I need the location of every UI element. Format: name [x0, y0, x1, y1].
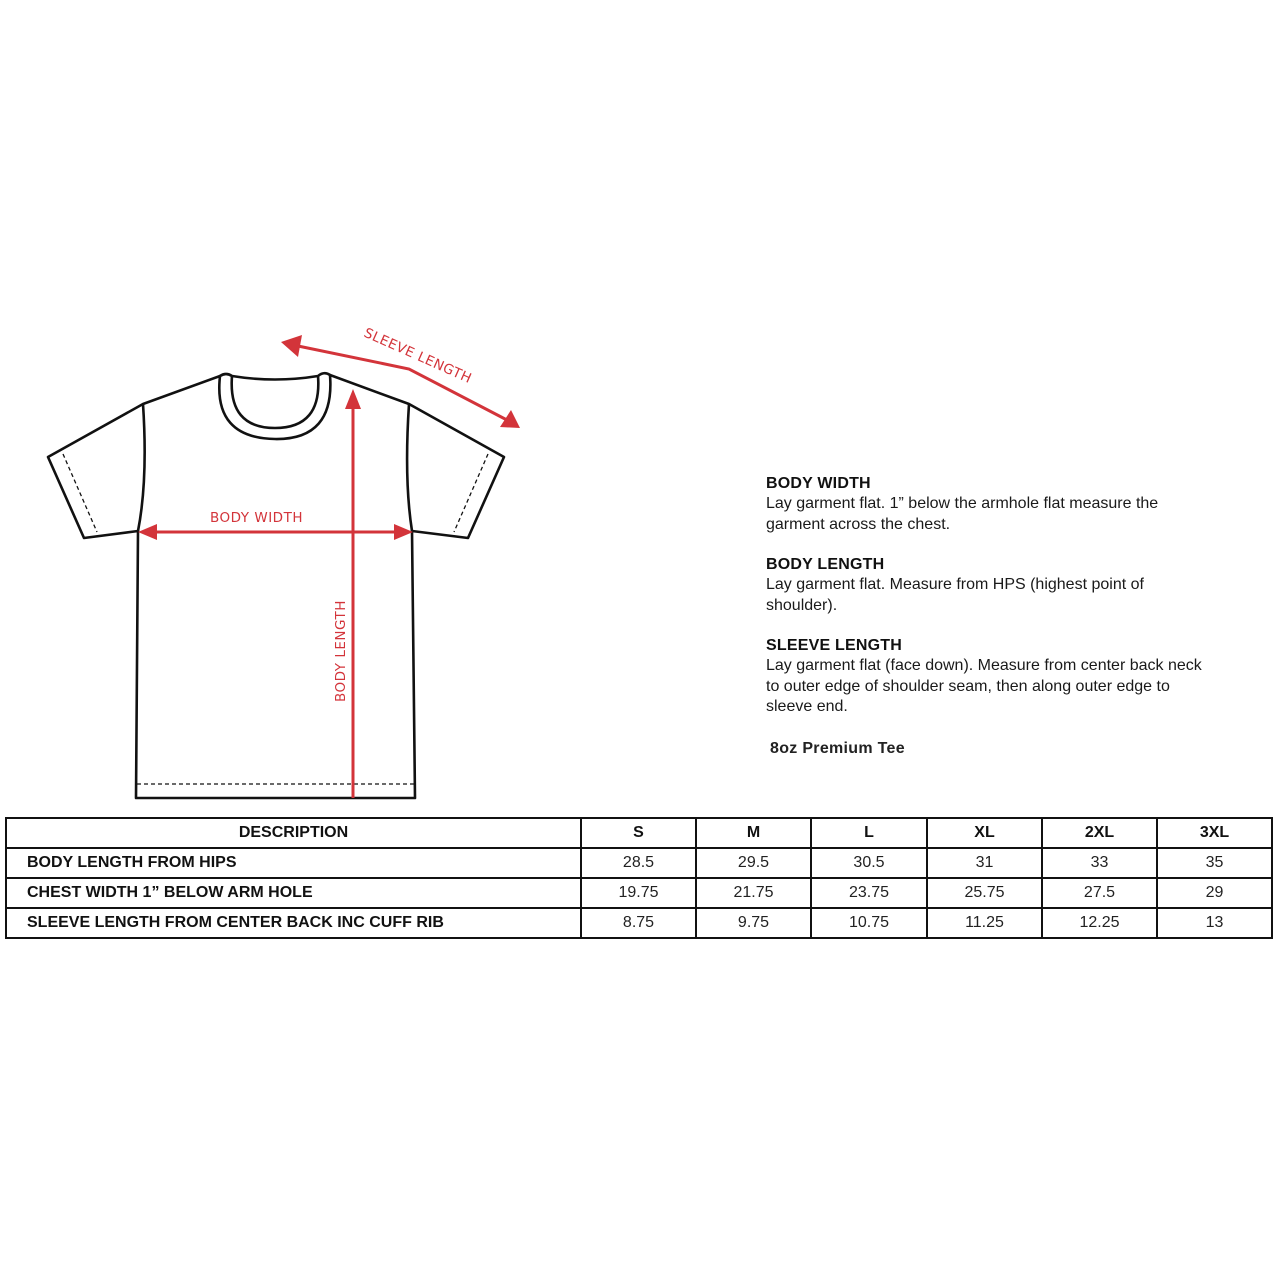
- table-header-row: DESCRIPTION S M L XL 2XL 3XL: [5, 817, 1273, 849]
- instruction-text: Lay garment flat. 1” below the armhole f…: [766, 495, 1159, 533]
- row-description: SLEEVE LENGTH FROM CENTER BACK INC CUFF …: [5, 907, 582, 939]
- column-header-xl: XL: [926, 817, 1043, 849]
- arrowhead-icon: [345, 389, 361, 409]
- column-header-s: S: [580, 817, 697, 849]
- cell-value: 21.75: [695, 877, 812, 909]
- column-header-description: DESCRIPTION: [5, 817, 582, 849]
- instruction-sleeve-length: SLEEVE LENGTH Lay garment flat (face dow…: [766, 636, 1206, 718]
- cell-value: 10.75: [810, 907, 928, 939]
- size-chart-table: DESCRIPTION S M L XL 2XL 3XL BODY LENGTH…: [5, 817, 1273, 939]
- sleeve-length-arrow: [281, 335, 520, 428]
- cell-value: 35: [1156, 847, 1273, 879]
- arrowhead-icon: [281, 335, 302, 357]
- instruction-title: BODY LENGTH: [766, 556, 885, 573]
- cell-value: 33: [1041, 847, 1158, 879]
- sleeve-length-label: SLEEVE LENGTH: [361, 325, 474, 387]
- cell-value: 19.75: [580, 877, 697, 909]
- column-header-2xl: 2XL: [1041, 817, 1158, 849]
- table-row: SLEEVE LENGTH FROM CENTER BACK INC CUFF …: [5, 907, 1273, 939]
- instruction-text: Lay garment flat (face down). Measure fr…: [766, 657, 1202, 715]
- cell-value: 23.75: [810, 877, 928, 909]
- column-header-3xl: 3XL: [1156, 817, 1273, 849]
- instruction-title: BODY WIDTH: [766, 475, 871, 492]
- column-header-m: M: [695, 817, 812, 849]
- instruction-text: Lay garment flat. Measure from HPS (high…: [766, 576, 1144, 614]
- cell-value: 9.75: [695, 907, 812, 939]
- measurement-instructions: BODY WIDTH Lay garment flat. 1” below th…: [766, 474, 1206, 738]
- cell-value: 8.75: [580, 907, 697, 939]
- stitch-lines: [62, 453, 489, 785]
- table-row: BODY LENGTH FROM HIPS 28.5 29.5 30.5 31 …: [5, 847, 1273, 879]
- tshirt-outline: [46, 371, 506, 800]
- cell-value: 30.5: [810, 847, 928, 879]
- column-header-l: L: [810, 817, 928, 849]
- body-length-label: BODY LENGTH: [333, 600, 349, 702]
- cell-value: 29: [1156, 877, 1273, 909]
- cell-value: 31: [926, 847, 1043, 879]
- instruction-title: SLEEVE LENGTH: [766, 637, 902, 654]
- arrowhead-icon: [394, 524, 413, 540]
- cell-value: 29.5: [695, 847, 812, 879]
- body-width-label: BODY WIDTH: [210, 510, 303, 526]
- product-name: 8oz Premium Tee: [770, 740, 905, 757]
- cell-value: 11.25: [926, 907, 1043, 939]
- cell-value: 12.25: [1041, 907, 1158, 939]
- table-row: CHEST WIDTH 1” BELOW ARM HOLE 19.75 21.7…: [5, 877, 1273, 909]
- instruction-body-length: BODY LENGTH Lay garment flat. Measure fr…: [766, 555, 1206, 616]
- cell-value: 28.5: [580, 847, 697, 879]
- arrowhead-icon: [138, 524, 157, 540]
- arrowhead-icon: [500, 410, 520, 428]
- body-length-arrow: [345, 389, 361, 798]
- cell-value: 13: [1156, 907, 1273, 939]
- tshirt-measurement-diagram: SLEEVE LENGTH BODY WIDTH BODY LENGTH: [46, 325, 520, 800]
- row-description: BODY LENGTH FROM HIPS: [5, 847, 582, 879]
- instruction-body-width: BODY WIDTH Lay garment flat. 1” below th…: [766, 474, 1206, 535]
- cell-value: 27.5: [1041, 877, 1158, 909]
- cell-value: 25.75: [926, 877, 1043, 909]
- body-width-arrow: [138, 524, 413, 540]
- row-description: CHEST WIDTH 1” BELOW ARM HOLE: [5, 877, 582, 909]
